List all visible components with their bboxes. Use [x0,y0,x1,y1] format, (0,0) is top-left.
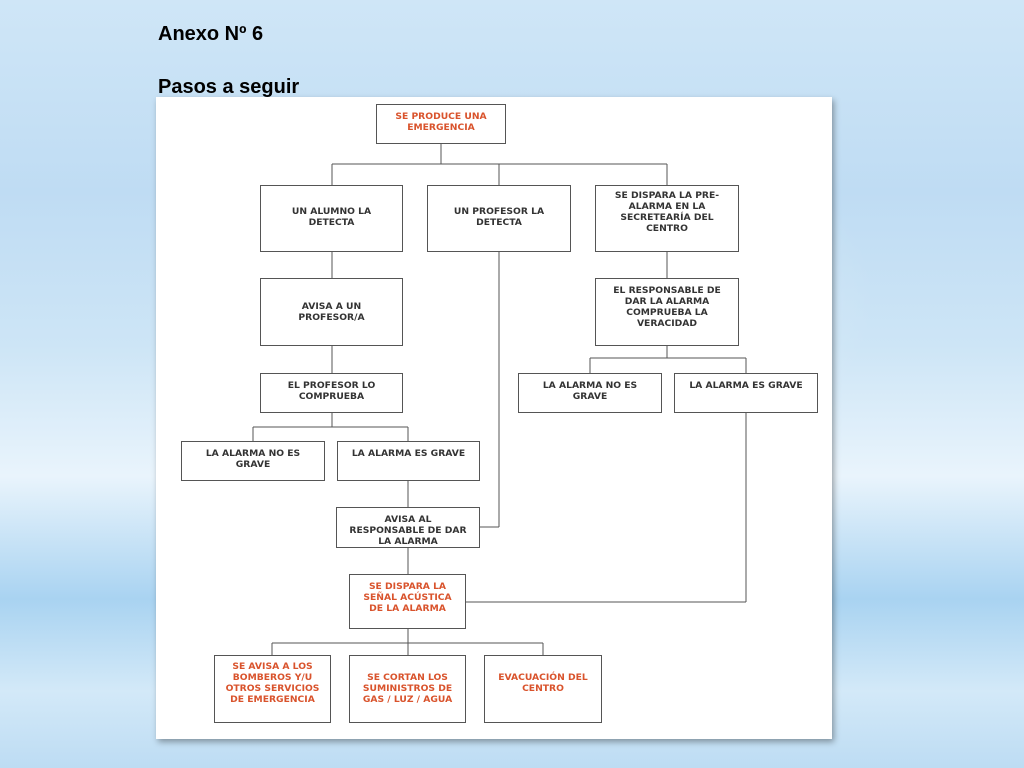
node-profesor-comprueba: EL PROFESOR LO COMPRUEBA [260,373,403,413]
node-evacuacion: EVACUACIÓN DEL CENTRO [484,655,602,723]
node-grave-left: LA ALARMA ES GRAVE [337,441,480,481]
node-avisa-responsable: AVISA AL RESPONSABLE DE DAR LA ALARMA [336,507,480,548]
node-suministros: SE CORTAN LOS SUMINISTROS DE GAS / LUZ /… [349,655,466,723]
node-no-grave-left: LA ALARMA NO ES GRAVE [181,441,325,481]
node-prealarma: SE DISPARA LA PRE-ALARMA EN LA SECRETEAR… [595,185,739,252]
node-senal-acustica: SE DISPARA LA SEÑAL ACÚSTICA DE LA ALARM… [349,574,466,629]
node-alumno-detecta: UN ALUMNO LA DETECTA [260,185,403,252]
node-bomberos: SE AVISA A LOS BOMBEROS Y/U OTROS SERVIC… [214,655,331,723]
slide-subtitle: Pasos a seguir [158,76,300,98]
node-profesor-detecta: UN PROFESOR LA DETECTA [427,185,571,252]
node-no-grave-right: LA ALARMA NO ES GRAVE [518,373,662,413]
node-responsable-comprueba: EL RESPONSABLE DE DAR LA ALARMA COMPRUEB… [595,278,739,346]
node-grave-right: LA ALARMA ES GRAVE [674,373,818,413]
node-emergencia: SE PRODUCE UNA EMERGENCIA [376,104,506,144]
slide-title: Anexo Nº 6 [158,23,264,45]
flowchart-connectors [252,144,747,655]
node-avisa-profesor: AVISA A UN PROFESOR/A [260,278,403,346]
flowchart-panel: SE PRODUCE UNA EMERGENCIA UN ALUMNO LA D… [156,97,832,739]
